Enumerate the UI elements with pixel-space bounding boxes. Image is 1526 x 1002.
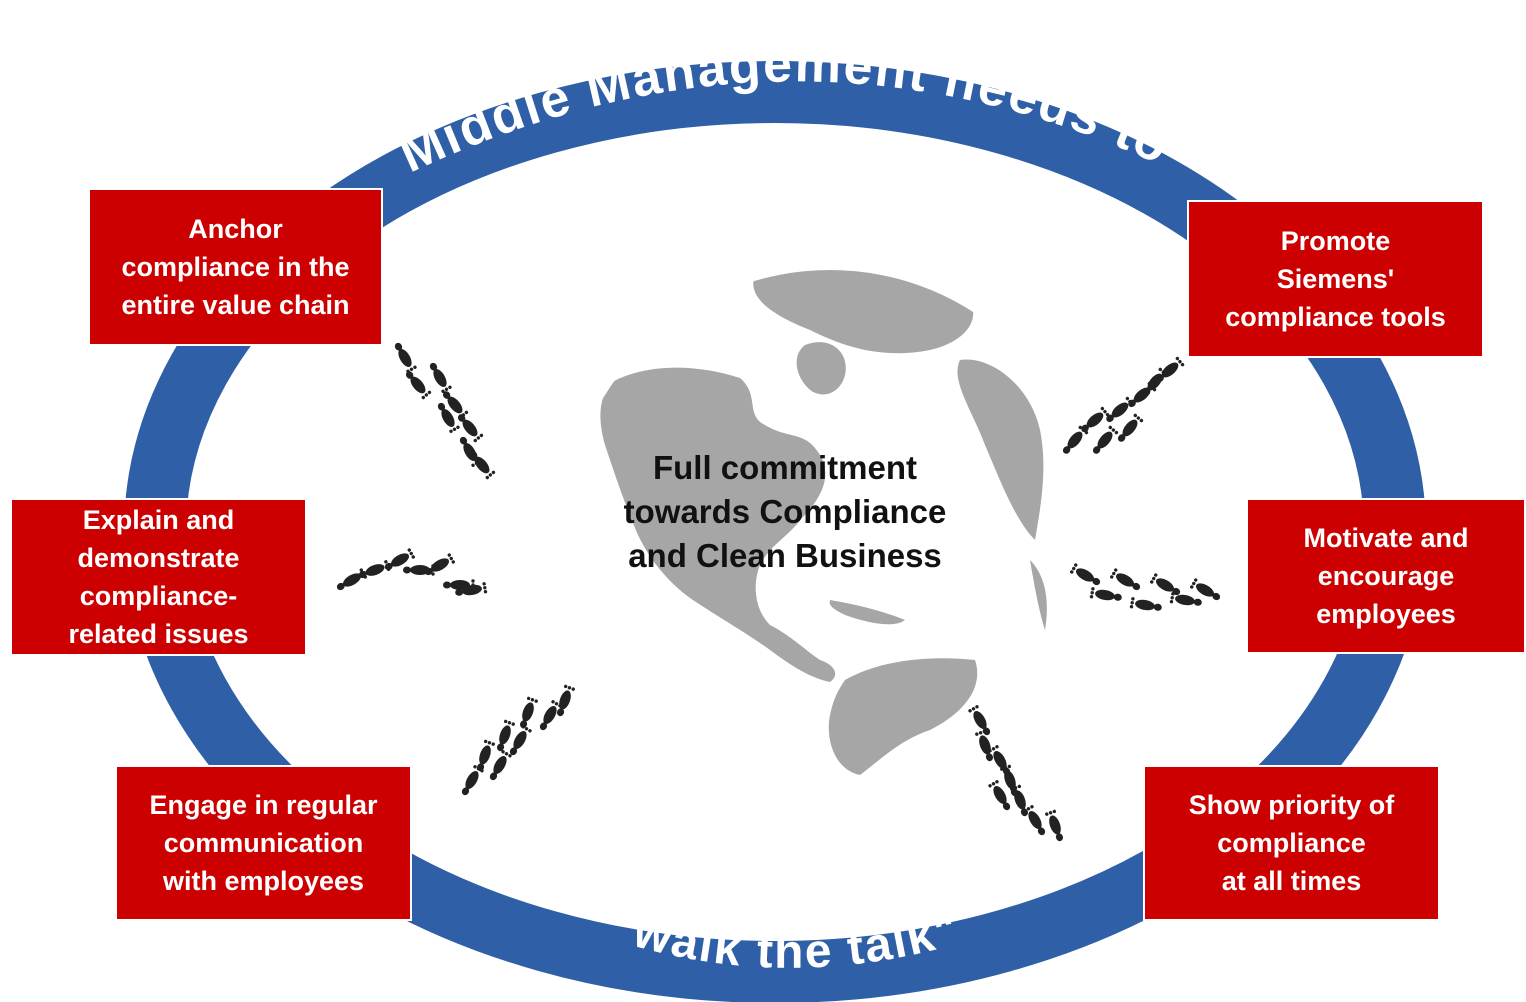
footprints-lower-left xyxy=(461,684,575,796)
action-box-anchor: Anchor compliance in the entire value ch… xyxy=(88,188,383,346)
action-box-engage: Engage in regular communication with emp… xyxy=(115,765,412,921)
action-box-motivate: Motivate and encourage employees xyxy=(1246,498,1526,654)
footprints-middle-right xyxy=(1070,563,1221,611)
action-box-explain: Explain and demonstrate compliance- rela… xyxy=(10,498,307,656)
center-commitment-text: Full commitment towards Compliance and C… xyxy=(623,449,947,574)
action-box-promote: Promote Siemens' compliance tools xyxy=(1187,200,1484,358)
footprints-upper-right xyxy=(1062,356,1185,454)
globe-icon xyxy=(565,270,1095,800)
action-box-priority: Show priority of compliance at all times xyxy=(1143,765,1440,921)
footprints-lower-right xyxy=(968,705,1064,842)
footprints-middle-left xyxy=(336,548,488,596)
footprints-upper-left xyxy=(394,342,496,480)
